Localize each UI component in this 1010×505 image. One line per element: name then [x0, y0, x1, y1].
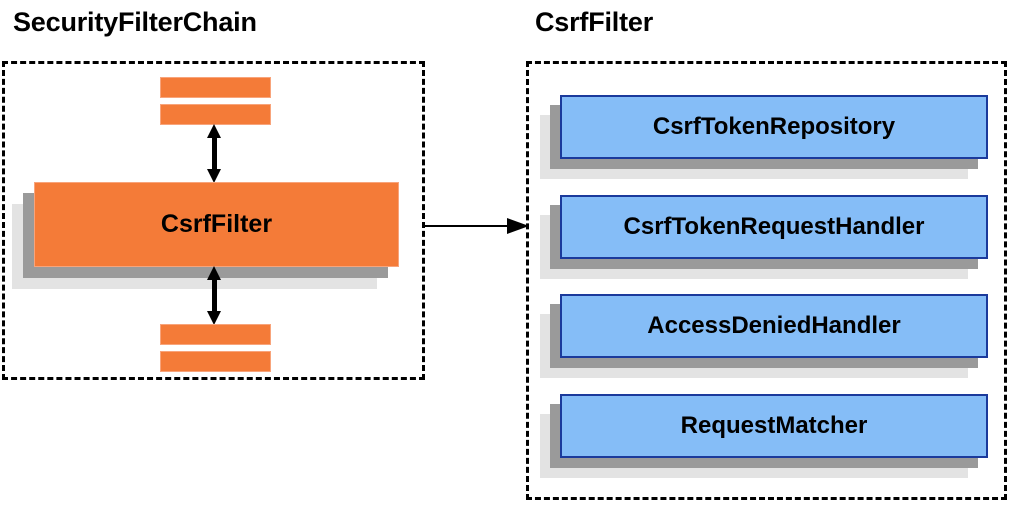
- left-panel-title: SecurityFilterChain: [13, 7, 257, 37]
- filter-bar-top-2: [160, 104, 271, 125]
- component-box-label: CsrfTokenRepository: [560, 95, 988, 159]
- arrow-shaft: [212, 277, 217, 314]
- arrow-head-up-icon: [207, 266, 221, 280]
- component-box-csrf-token-request-handler[interactable]: CsrfTokenRequestHandler: [540, 195, 988, 279]
- arrow-head-right-icon: [507, 218, 529, 234]
- double-arrow-above-csrf-filter: [207, 124, 222, 183]
- component-box-access-denied-handler[interactable]: AccessDeniedHandler: [540, 294, 988, 378]
- filter-bar-bottom-2: [160, 351, 271, 372]
- arrow-shaft: [212, 135, 217, 172]
- arrow-shaft: [423, 225, 511, 227]
- csrf-filter-panel: [526, 61, 1007, 500]
- arrow-head-up-icon: [207, 124, 221, 138]
- component-box-label: CsrfTokenRequestHandler: [560, 195, 988, 259]
- filter-bar-bottom-1: [160, 324, 271, 345]
- component-box-label: RequestMatcher: [560, 394, 988, 458]
- component-box-request-matcher[interactable]: RequestMatcher: [540, 394, 988, 478]
- filter-bar-top-1: [160, 77, 271, 98]
- component-box-label: AccessDeniedHandler: [560, 294, 988, 358]
- right-panel-title: CsrfFilter: [535, 7, 654, 37]
- component-box-csrf-token-repository[interactable]: CsrfTokenRepository: [540, 95, 988, 179]
- csrf-filter-box[interactable]: CsrfFilter: [12, 182, 399, 289]
- panel-link-arrow-icon: [423, 218, 529, 235]
- security-filter-chain-panel: [2, 61, 425, 380]
- arrow-head-down-icon: [207, 311, 221, 325]
- double-arrow-below-csrf-filter: [207, 266, 222, 325]
- arrow-head-down-icon: [207, 169, 221, 183]
- csrf-filter-box-label: CsrfFilter: [34, 182, 399, 267]
